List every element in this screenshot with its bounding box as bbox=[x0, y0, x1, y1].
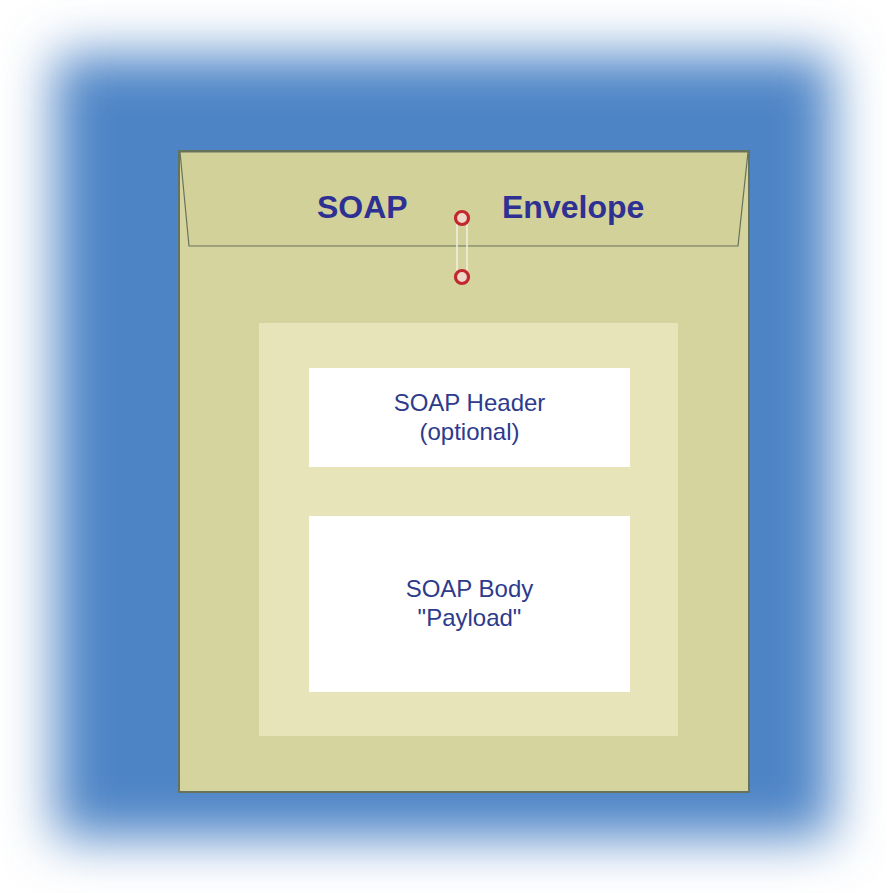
envelope-flap bbox=[180, 152, 748, 246]
box-label: SOAP Body "Payload" bbox=[380, 575, 560, 633]
soap-envelope: SOAP EnvelopeSOAP Header (optional) SOAP … bbox=[178, 150, 750, 793]
glow-rect bbox=[55, 55, 832, 838]
envelope-button bbox=[456, 271, 469, 284]
envelope-drawing bbox=[180, 152, 748, 791]
soap-body-box: SOAP Body "Payload" bbox=[309, 516, 630, 692]
inner-panel bbox=[259, 323, 678, 736]
box-label: SOAP Header (optional) bbox=[380, 389, 560, 447]
soap-header-box: SOAP Header (optional) bbox=[309, 368, 630, 467]
envelope-title: SOAP Envelope bbox=[317, 188, 644, 226]
